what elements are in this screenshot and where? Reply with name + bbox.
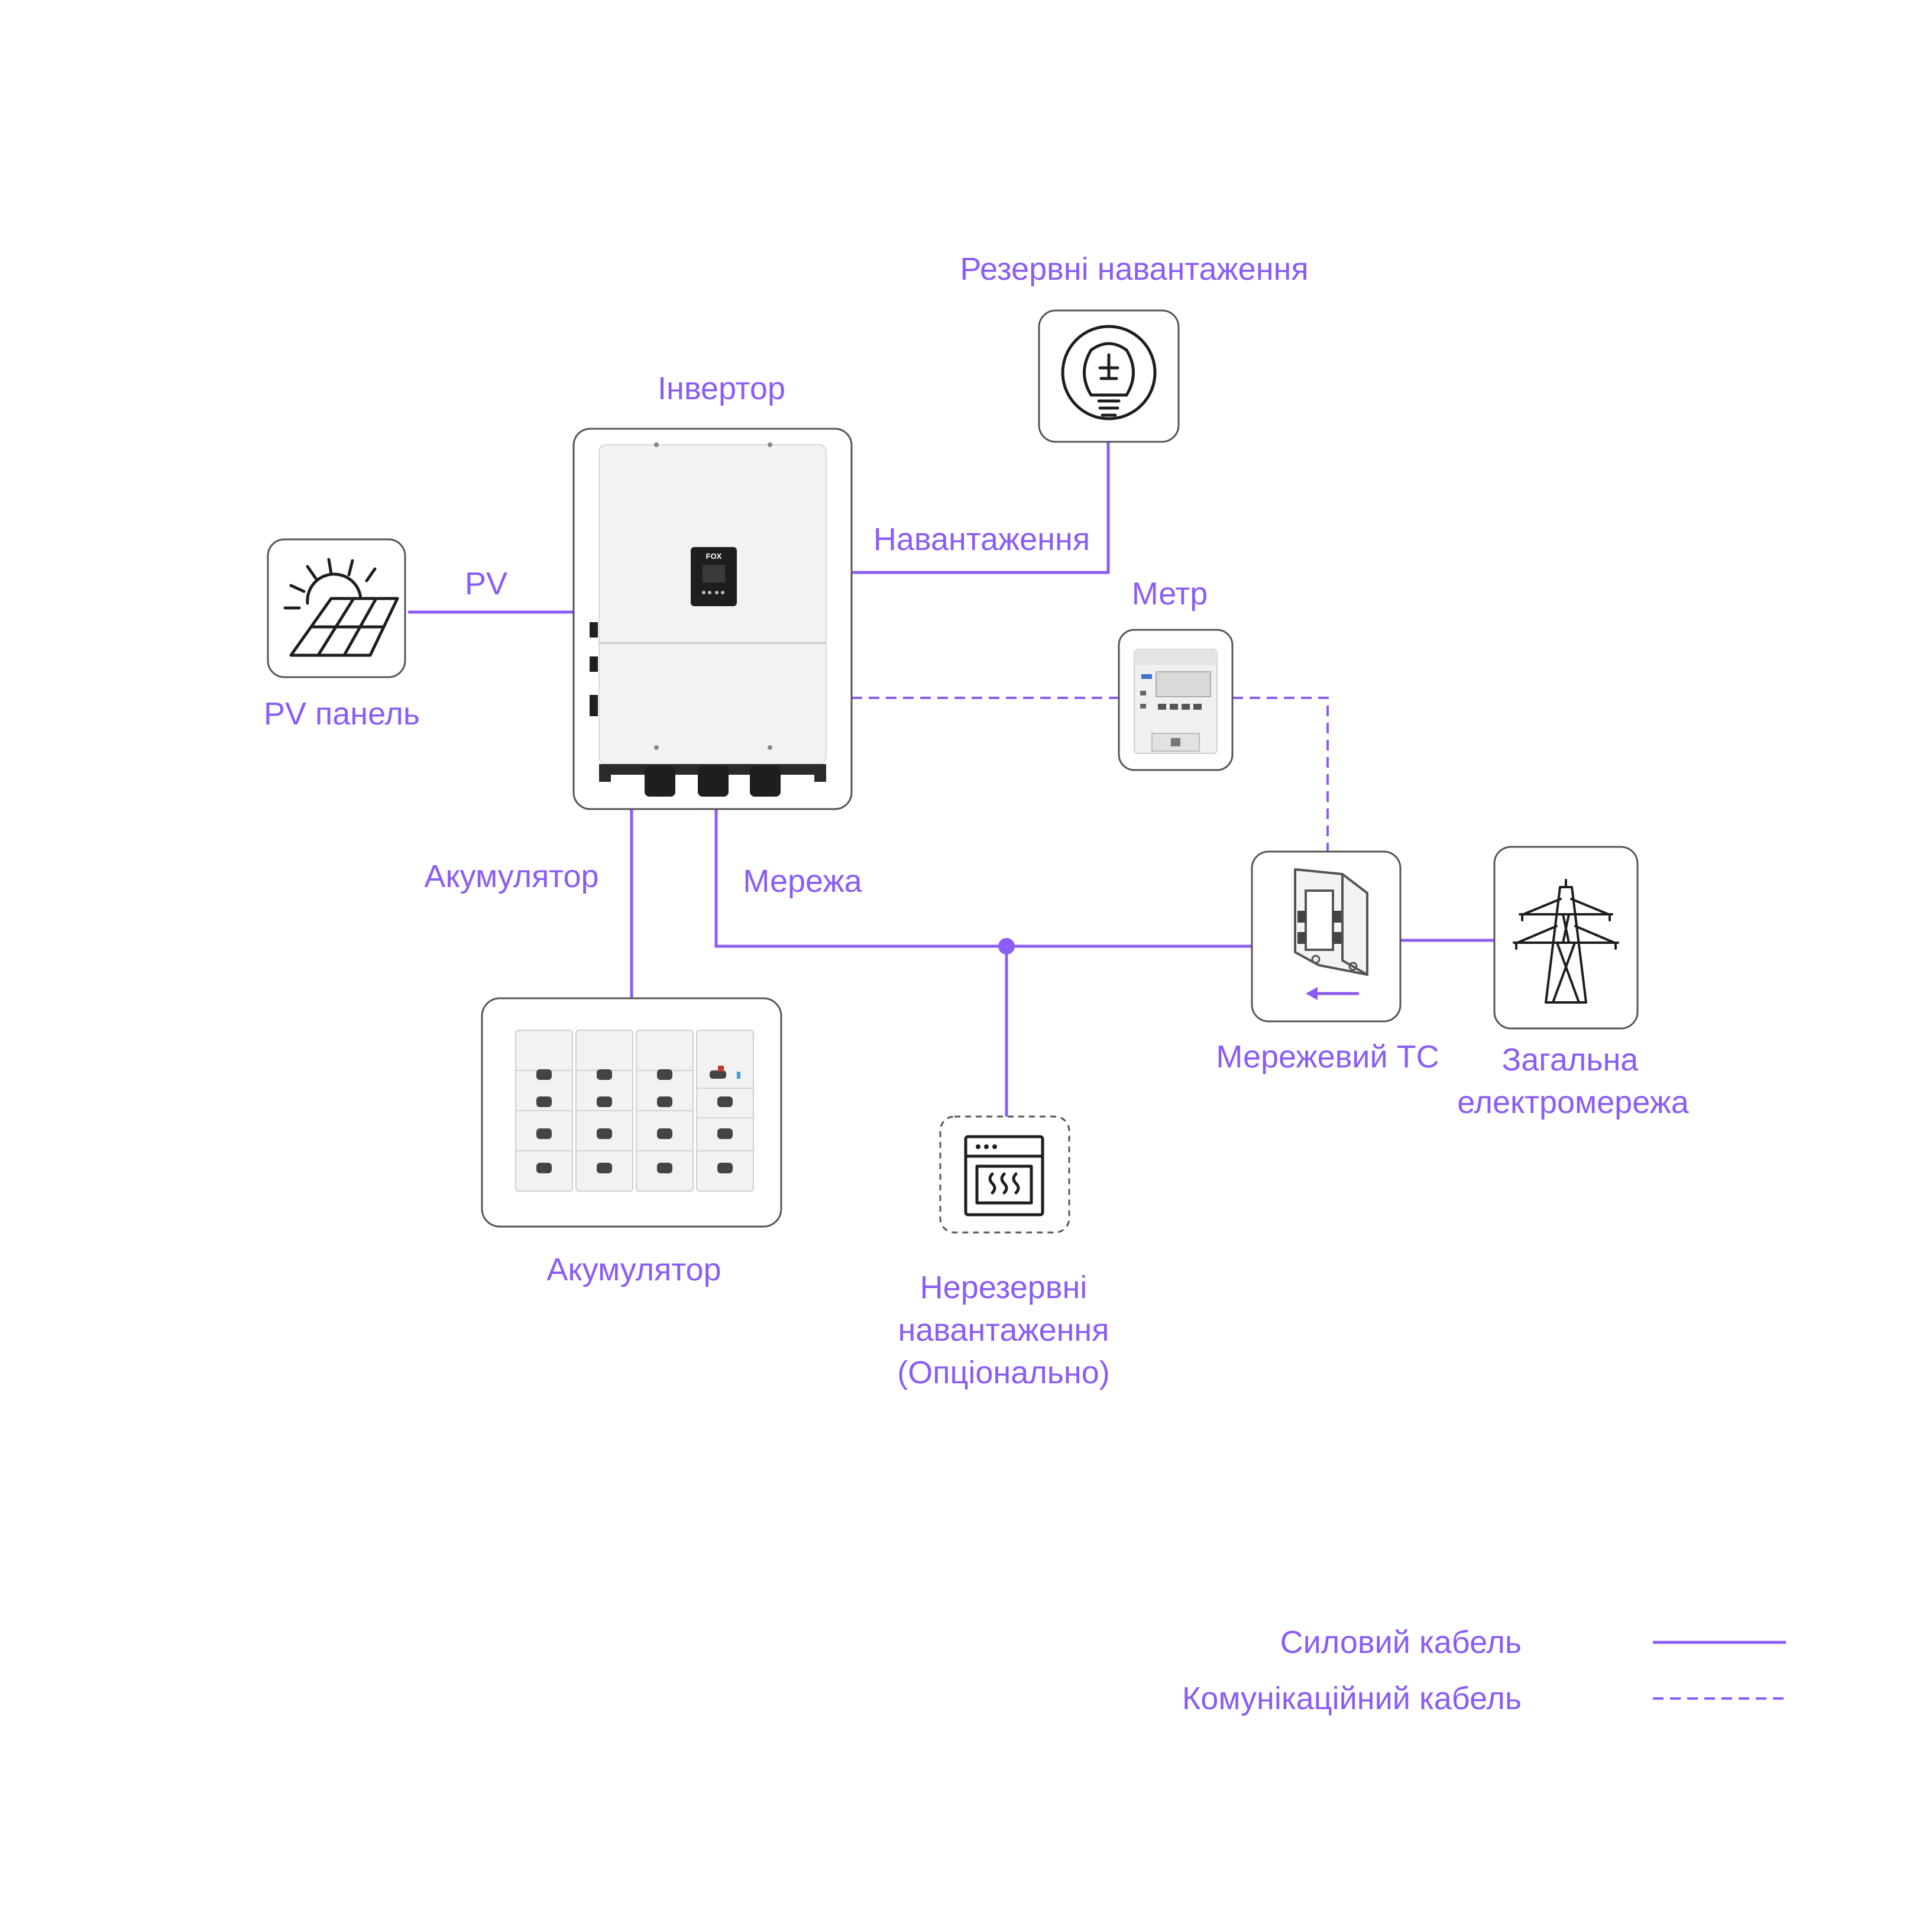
utility-grid-node bbox=[1493, 846, 1639, 1030]
oven-icon bbox=[964, 1135, 1044, 1217]
communication-cables bbox=[852, 697, 1329, 852]
inverter-brand: FOX bbox=[706, 552, 722, 561]
battery-module-column bbox=[575, 1030, 633, 1192]
grid-ct-node bbox=[1251, 850, 1402, 1023]
battery-line-label: Акумулятор bbox=[424, 859, 598, 894]
energy-meter-icon bbox=[1134, 649, 1218, 754]
pv-panel-label: PV панель bbox=[264, 696, 420, 732]
legend: Силовий кабель Комунікаційний кабель bbox=[1182, 1625, 1786, 1716]
load-line-label: Навантаження bbox=[873, 522, 1090, 557]
inverter-node: FOX bbox=[572, 428, 853, 810]
utility-grid-label-line1: Загальна bbox=[1502, 1042, 1639, 1078]
grid-ct-label: Мережевий ТС bbox=[1216, 1039, 1439, 1075]
battery-node bbox=[481, 997, 782, 1228]
backup-loads-label: Резервні навантаження bbox=[960, 251, 1308, 287]
grid-line-label: Мережа bbox=[743, 863, 862, 899]
meter-label: Метр bbox=[1132, 576, 1208, 612]
battery-module-column bbox=[515, 1030, 573, 1192]
arrow-left-icon bbox=[1306, 987, 1359, 1000]
non-backup-loads-node bbox=[939, 1115, 1070, 1234]
power-cables bbox=[408, 442, 1494, 1117]
battery-controller-column bbox=[696, 1030, 754, 1192]
junction-dot bbox=[998, 938, 1015, 955]
battery-module-column bbox=[636, 1030, 694, 1192]
inverter-device: FOX bbox=[590, 442, 827, 797]
grid-cable bbox=[714, 809, 1252, 948]
light-bulb-icon bbox=[1061, 325, 1157, 420]
non-backup-label-line2: навантаження bbox=[898, 1312, 1109, 1348]
inverter-port bbox=[698, 766, 729, 797]
battery-stack bbox=[515, 1030, 754, 1192]
legend-comm-cable-label: Комунікаційний кабель bbox=[1182, 1681, 1522, 1716]
solar-panel-icon bbox=[283, 558, 399, 657]
meter-ct-comm bbox=[1232, 697, 1329, 852]
inverter-label: Інвертор bbox=[658, 371, 785, 406]
inverter-screen bbox=[703, 565, 725, 583]
battery-label: Акумулятор bbox=[546, 1252, 721, 1287]
pv-line-label: PV bbox=[465, 566, 507, 601]
current-transformer-icon bbox=[1294, 868, 1368, 976]
backup-loads-node bbox=[1038, 309, 1180, 443]
inverter-port bbox=[750, 766, 781, 797]
non-backup-label-line1: Нерезервні bbox=[920, 1270, 1088, 1305]
load-cable bbox=[852, 442, 1110, 574]
inverter-port bbox=[645, 766, 675, 797]
meter-node bbox=[1118, 629, 1234, 771]
legend-power-cable-label: Силовий кабель bbox=[1280, 1625, 1522, 1660]
utility-grid-label-line2: електромережа bbox=[1457, 1085, 1690, 1120]
power-pylon-icon bbox=[1513, 879, 1619, 1004]
non-backup-label-line3: (Опціонально) bbox=[897, 1355, 1110, 1390]
pv-panel-node bbox=[267, 538, 406, 678]
